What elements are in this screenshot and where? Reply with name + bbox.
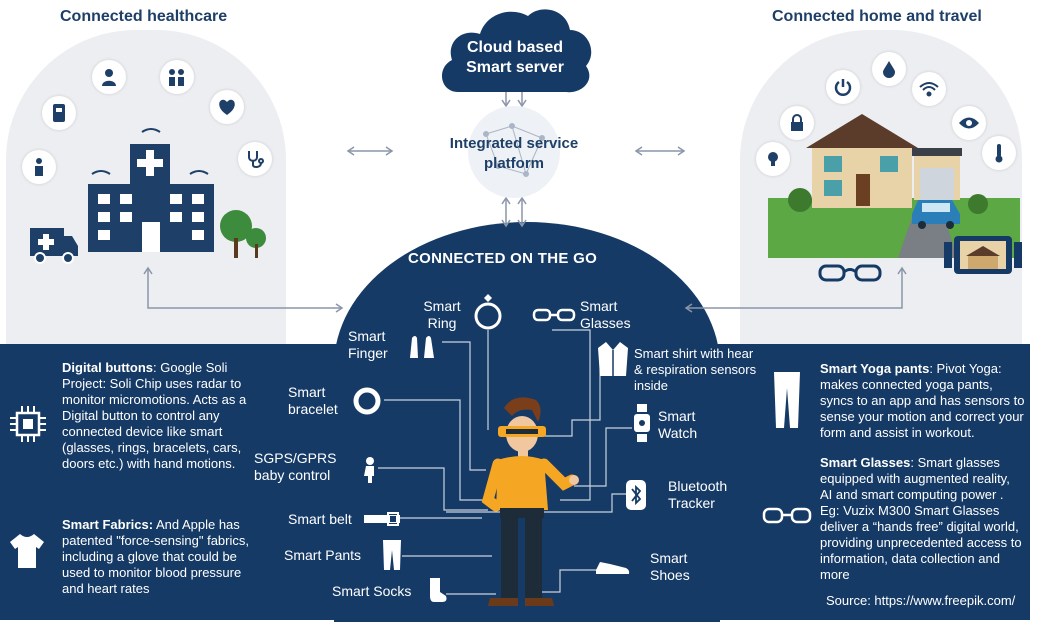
lightbulb-icon [756, 142, 790, 176]
tshirt-icon [10, 534, 44, 568]
water-drop-icon [872, 52, 906, 86]
yoga-pants-title: Smart Yoga pants [820, 361, 930, 376]
cloud-icon [441, 9, 592, 93]
glasses-icon [532, 308, 576, 322]
pants-icon [383, 540, 401, 570]
bluetooth-icon [626, 480, 646, 510]
shirt-icon [598, 342, 628, 376]
smart-shoes-label: Smart Shoes [650, 550, 690, 583]
home-travel-title: Connected home and travel [772, 8, 982, 25]
source-credit: Source: https://www.freepik.com/ [826, 593, 1016, 608]
ambulance-icon [30, 228, 78, 264]
stethoscope-icon [238, 142, 272, 176]
digital-buttons-title: Digital buttons [62, 360, 153, 375]
platform-label: Integrated service platform [449, 135, 579, 172]
shoe-icon [596, 562, 630, 574]
smart-glasses-description: Smart Glasses: Smart glasses equipped wi… [820, 455, 1024, 583]
yoga-pants-description: Smart Yoga pants: Pivot Yoga: makes conn… [820, 361, 1028, 441]
heart-icon [210, 90, 244, 124]
smart-fabrics-title: Smart Fabrics: [62, 517, 154, 532]
chip-icon [10, 406, 46, 442]
smart-glasses-title: Smart Glasses [820, 455, 911, 470]
finger-icon [410, 336, 434, 358]
power-icon [826, 70, 860, 104]
smart-fabrics-description: Smart Fabrics: And Apple has patented "f… [62, 517, 258, 597]
patient-icon [160, 60, 194, 94]
smart-finger-label: Smart Finger [348, 328, 388, 361]
smart-fabrics-text: And Apple has patented "force-sensing" f… [62, 517, 249, 596]
tree-icon [220, 210, 266, 258]
tablet-icon [944, 236, 1022, 274]
bluetooth-tracker-label: Bluetooth Tracker [668, 478, 728, 511]
smart-watch-label: Smart Watch [658, 408, 698, 441]
doctor-icon [92, 60, 126, 94]
cloud-server-label: Cloud based Smart server [466, 39, 564, 76]
bracelet-icon [353, 387, 381, 415]
gps-baby-label: SGPS/GPRS baby control [254, 450, 337, 483]
smart-glasses-text: : Smart glasses equipped with augmented … [820, 455, 1022, 582]
smart-bracelet-label: Smart bracelet [288, 384, 338, 417]
digital-buttons-text: : Google Soli Project: Soli Chip uses ra… [62, 360, 247, 471]
thermometer-icon [982, 136, 1016, 170]
smart-pants-label: Smart Pants [284, 547, 362, 563]
car-icon [912, 200, 960, 229]
person-figure [481, 397, 579, 606]
eye-icon [952, 106, 986, 140]
smart-glasses-label: Smart Glasses [580, 298, 631, 331]
glasses-icon [762, 507, 812, 524]
wifi-icon [912, 72, 946, 106]
smart-belt-label: Smart belt [288, 511, 352, 527]
watch-icon [632, 404, 652, 442]
lock-icon [780, 106, 814, 140]
scale-icon [42, 96, 76, 130]
healthcare-title: Connected healthcare [60, 8, 228, 25]
sock-icon [430, 578, 447, 602]
person-shield-icon [22, 150, 56, 184]
hospital-icon [88, 128, 214, 252]
glasses-icon [818, 264, 882, 282]
baby-icon [364, 457, 374, 483]
smart-ring-label: Smart Ring [423, 298, 461, 331]
belt-icon [364, 512, 400, 526]
smart-shirt-label: Smart shirt with hear & respiration sens… [634, 346, 757, 393]
connected-on-the-go-title: CONNECTED ON THE GO [408, 250, 598, 267]
yoga-pants-icon [774, 372, 800, 428]
yoga-pants-text: : Pivot Yoga: makes connected yoga pants… [820, 361, 1025, 440]
smart-socks-label: Smart Socks [332, 583, 412, 599]
house-icon [768, 114, 1020, 258]
ring-icon [474, 294, 502, 330]
network-globe-icon [468, 106, 560, 198]
digital-buttons-description: Digital buttons: Google Soli Project: So… [62, 360, 250, 472]
